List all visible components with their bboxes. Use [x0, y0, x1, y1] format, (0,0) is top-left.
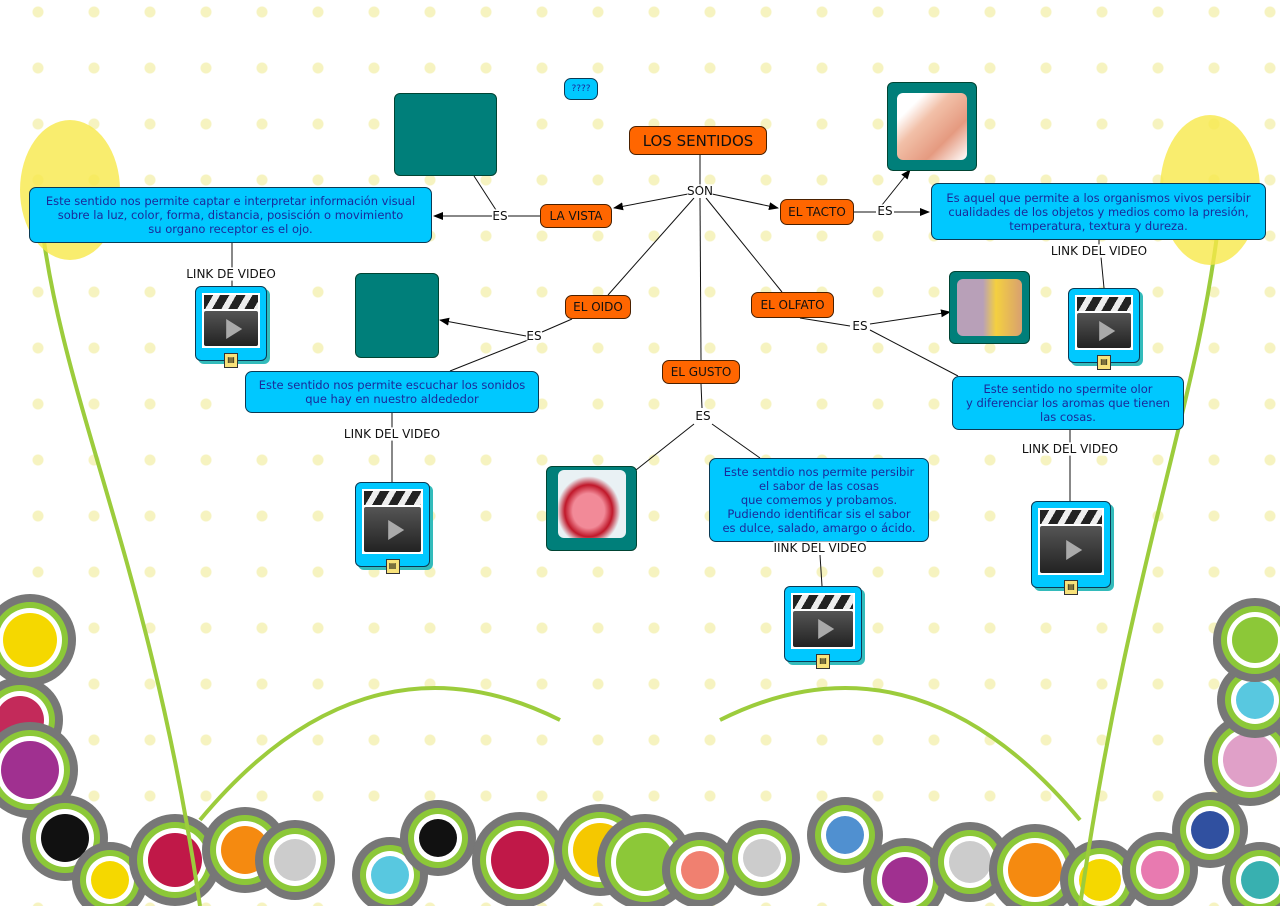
- link-es-vista: ES: [492, 209, 508, 223]
- decorative-circle: [3, 613, 57, 667]
- link-son: SON: [686, 184, 714, 198]
- decorative-circle: [491, 831, 549, 889]
- link-video-tacto-label: LINK DEL VIDEO: [1050, 244, 1148, 258]
- decorative-circle: [419, 819, 457, 857]
- video-icon-tacto[interactable]: ▤: [1068, 288, 1140, 370]
- vine-right: [1078, 209, 1222, 906]
- concept-la-vista[interactable]: LA VISTA: [540, 204, 612, 228]
- document-icon[interactable]: ▤: [1097, 355, 1111, 370]
- concept-el-oido[interactable]: EL OIDO: [565, 295, 631, 319]
- image-olfato[interactable]: [949, 271, 1030, 344]
- document-icon[interactable]: ▤: [1064, 580, 1078, 595]
- link-video-gusto-label: IINK DEL VIDEO: [773, 541, 867, 555]
- link-video-olfato-label: LINK DEL VIDEO: [1021, 442, 1119, 456]
- decorative-circle: [1223, 733, 1277, 787]
- decorative-circle: [1008, 843, 1062, 897]
- decorative-circle: [1, 741, 59, 799]
- link-es-tacto: ES: [877, 204, 893, 218]
- video-icon-vista[interactable]: ▤: [195, 286, 267, 368]
- concept-el-olfato[interactable]: EL OLFATO: [751, 292, 834, 318]
- concept-los-sentidos[interactable]: LOS SENTIDOS: [629, 126, 767, 155]
- link-video-vista-label: LINK DE VIDEO: [186, 267, 276, 281]
- decorative-circle: [1191, 811, 1229, 849]
- document-icon[interactable]: ▤: [816, 654, 830, 669]
- text-tacto[interactable]: Es aquel que permite a los organismos vi…: [931, 183, 1266, 240]
- concept-el-tacto[interactable]: EL TACTO: [780, 199, 854, 225]
- document-icon[interactable]: ▤: [385, 559, 400, 574]
- text-oido[interactable]: Este sentido nos permite escuchar los so…: [245, 371, 539, 413]
- video-icon-gusto[interactable]: ▤: [784, 586, 862, 669]
- decorative-circle: [91, 861, 129, 899]
- decorative-circle: [1236, 681, 1274, 719]
- decorative-circle: [882, 857, 928, 903]
- decorative-circle: [148, 833, 202, 887]
- text-olfato[interactable]: Este sentido no spermite olor y diferenc…: [952, 376, 1184, 430]
- image-gusto[interactable]: [546, 466, 637, 551]
- image-vista[interactable]: [394, 93, 497, 176]
- decorative-circle: [1141, 851, 1179, 889]
- video-icon-oido[interactable]: ▤: [355, 482, 430, 574]
- image-oido[interactable]: [355, 273, 439, 358]
- vine-left: [38, 209, 202, 906]
- image-tacto[interactable]: [887, 82, 977, 171]
- decorative-circle: [274, 839, 316, 881]
- decorative-circle: [371, 856, 409, 894]
- text-gusto[interactable]: Este sentdio nos permite persibir el sab…: [709, 458, 929, 542]
- concept-el-gusto[interactable]: EL GUSTO: [662, 360, 740, 384]
- decorative-circle: [1232, 617, 1278, 663]
- decorative-circle: [743, 839, 781, 877]
- note-question[interactable]: ????: [564, 78, 598, 100]
- decorative-circle: [826, 816, 864, 854]
- document-icon[interactable]: ▤: [224, 353, 238, 368]
- link-video-oido-label: LINK DEL VIDEO: [343, 427, 441, 441]
- decorative-circle: [41, 814, 89, 862]
- decorative-circle: [949, 841, 991, 883]
- link-es-oido: ES: [526, 329, 542, 343]
- decorative-circle: [1079, 859, 1121, 901]
- decorative-circle: [1241, 861, 1279, 899]
- text-vista[interactable]: Este sentido nos permite captar e interp…: [29, 187, 432, 243]
- link-es-olfato: ES: [852, 319, 868, 333]
- decorative-circle: [616, 833, 674, 891]
- link-es-gusto: ES: [695, 409, 711, 423]
- decorative-circle: [681, 851, 719, 889]
- video-icon-olfato[interactable]: ▤: [1031, 501, 1111, 595]
